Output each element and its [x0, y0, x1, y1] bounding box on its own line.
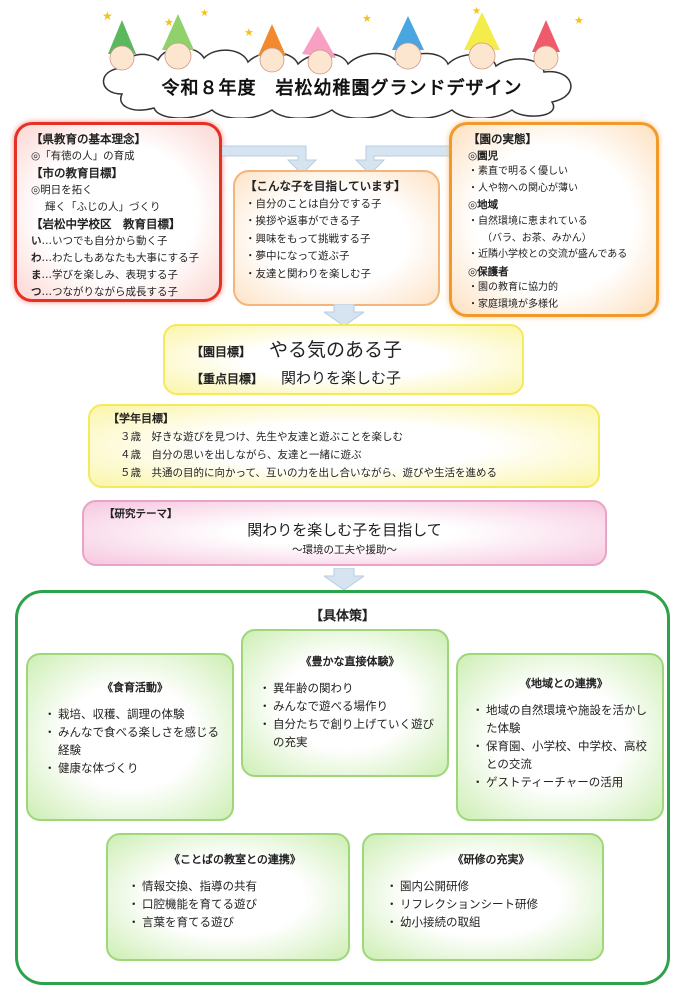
reality-item: ・園の教育に協力的	[468, 282, 558, 294]
district-goal-item: わ…わたしもあなたも大事にする子	[31, 252, 200, 264]
card-title: 《地域との連携》	[520, 677, 608, 690]
aim-item: ・興味をもって挑戦する子	[245, 232, 371, 245]
card-direct-experience: 《豊かな直接体験》 異年齢の関わり みんなで遊べる場作り 自分たちで創り上げてい…	[241, 629, 449, 777]
card-community-partnership: 《地域との連携》 地域の自然環境や施設を活かした体験 保育園、小学校、中学校、高…	[456, 653, 664, 821]
card-item: 地域の自然環境や施設を活かした体験	[472, 701, 654, 737]
focus-goal-value: 関わりを楽しむ子	[281, 369, 402, 387]
card-item: 健康な体づくり	[44, 759, 224, 777]
aim-heading: 【こんな子を目指しています】	[245, 179, 406, 193]
target-child-box: 【こんな子を目指しています】 ・自分のことは自分でする子 ・挨拶や返事ができる子…	[233, 170, 440, 306]
arrow-down-icon	[324, 568, 364, 590]
card-item: 栽培、収穫、調理の体験	[44, 705, 224, 723]
card-item: 自分たちで創り上げていく遊びの充実	[259, 715, 439, 751]
cloud-with-children-illustration: ★ ★ ★ ★ ★ ★ ★	[102, 6, 584, 118]
arrow-left-down-icon	[354, 145, 450, 175]
research-theme-box: 【研究テーマ】 関わりを楽しむ子を目指して ～環境の工夫や援助～	[82, 500, 607, 566]
grade-row: ３歳 好きな遊びを見つけ、先生や友達と遊ぶことを楽しむ	[120, 431, 403, 443]
city-line: ◎明日を拓く	[31, 184, 93, 196]
reality-item: ・家庭環境が多様化	[468, 298, 558, 310]
grade-heading: 【学年目標】	[108, 412, 174, 425]
reality-item: ・自然環境に恵まれている	[468, 215, 588, 227]
card-item: 幼小接続の取組	[386, 913, 594, 931]
arrow-right-down-icon	[222, 145, 318, 175]
goal-label: 【園目標】	[191, 345, 252, 359]
card-speech-class-partnership: 《ことばの教室との連携》 情報交換、指導の共有 口腔機能を育てる遊び 言葉を育て…	[106, 833, 350, 961]
kindergarten-reality-box: 【園の実態】 ◎園児 ・素直で明るく優しい ・人や物への関心が薄い ◎地域 ・自…	[449, 122, 659, 317]
city-heading: 【市の教育目標】	[31, 166, 123, 180]
reality-item: ・人や物への関心が薄い	[468, 182, 578, 194]
city-line-2: 輝く「ふじの人」づくり	[45, 201, 161, 213]
card-item: みんなで遊べる場作り	[259, 697, 439, 715]
card-item: リフレクションシート研修	[386, 895, 594, 913]
svg-text:★: ★	[244, 26, 254, 39]
school-district-heading: 【岩松中学校区 教育目標】	[31, 217, 181, 231]
svg-text:★: ★	[102, 9, 113, 23]
card-title: 《食育活動》	[102, 681, 168, 694]
concrete-measures-panel: 【具体策】 《食育活動》 栽培、収穫、調理の体験 みんなで食べる楽しさを感じる経…	[15, 590, 670, 985]
card-title: 《研修の充実》	[452, 853, 530, 866]
page-title: 令和８年度 岩松幼稚園グランドデザイン	[161, 78, 523, 99]
aim-item: ・友達と関わりを楽しむ子	[245, 267, 371, 280]
goal-value: やる気のある子	[269, 339, 403, 361]
card-item: 言葉を育てる遊び	[128, 913, 340, 931]
svg-text:★: ★	[472, 6, 481, 17]
card-item: 口腔機能を育てる遊び	[128, 895, 340, 913]
reality-item: （バラ、お茶、みかん）	[482, 232, 592, 244]
reality-heading: 【園の実態】	[468, 132, 537, 146]
pref-heading: 【県教育の基本理念】	[31, 132, 146, 146]
card-item: 園内公開研修	[386, 877, 594, 895]
svg-text:★: ★	[200, 8, 209, 19]
svg-text:★: ★	[164, 16, 174, 29]
card-item: 保育園、小学校、中学校、高校との交流	[472, 737, 654, 773]
research-subtitle: ～環境の工夫や援助～	[292, 544, 397, 556]
card-item: 異年齢の関わり	[259, 679, 439, 697]
children-section: ◎園児	[468, 149, 499, 162]
card-training-enhancement: 《研修の充実》 園内公開研修 リフレクションシート研修 幼小接続の取組	[362, 833, 604, 961]
card-item: みんなで食べる楽しさを感じる経験	[44, 723, 224, 759]
aim-item: ・自分のことは自分でする子	[245, 197, 382, 210]
card-food-education: 《食育活動》 栽培、収穫、調理の体験 みんなで食べる楽しさを感じる経験 健康な体…	[26, 653, 234, 821]
arrow-down-icon	[324, 304, 364, 326]
aim-item: ・夢中になって遊ぶ子	[245, 250, 350, 262]
guardians-section: ◎保護者	[468, 265, 509, 278]
goal-row: 【園目標】 やる気のある子	[191, 335, 402, 362]
card-title: 《ことばの教室との連携》	[169, 853, 301, 866]
measures-title: 【具体策】	[309, 609, 375, 624]
community-section: ◎地域	[468, 199, 499, 212]
grade-row: ４歳 自分の思いを出しながら、友達と一緒に遊ぶ	[120, 449, 362, 461]
card-item: ゲストティーチャーの活用	[472, 773, 654, 791]
kindergarten-goal-box: 【園目標】 やる気のある子 【重点目標】 関わりを楽しむ子	[163, 324, 524, 395]
education-philosophy-box: 【県教育の基本理念】 ◎「有徳の人」の育成 【市の教育目標】 ◎明日を拓く 輝く…	[14, 122, 222, 302]
pref-line: ◎「有徳の人」の育成	[31, 150, 135, 162]
card-item: 情報交換、指導の共有	[128, 877, 340, 895]
reality-item: ・近隣小学校との交流が盛んである	[468, 249, 628, 261]
research-theme: 関わりを楽しむ子を目指して	[247, 521, 442, 539]
district-goal-item: ま…学びを楽しみ、表現する子	[31, 269, 178, 281]
district-goal-item: つ…つながりながら成長する子	[31, 286, 178, 298]
district-goal-item: い…いつでも自分から動く子	[31, 235, 168, 247]
svg-text:★: ★	[362, 12, 372, 25]
card-title: 《豊かな直接体験》	[300, 655, 400, 668]
research-label: 【研究テーマ】	[104, 508, 178, 520]
aim-item: ・挨拶や返事ができる子	[245, 215, 361, 227]
grade-goals-box: 【学年目標】 ３歳 好きな遊びを見つけ、先生や友達と遊ぶことを楽しむ ４歳 自分…	[88, 404, 600, 488]
header-banner: ★ ★ ★ ★ ★ ★ ★	[92, 6, 592, 118]
reality-item: ・素直で明るく優しい	[468, 166, 568, 178]
grade-row: ５歳 共通の目的に向かって、互いの力を出し合いながら、遊びや生活を進める	[120, 467, 497, 479]
focus-goal-row: 【重点目標】 関わりを楽しむ子	[191, 367, 401, 388]
svg-text:★: ★	[574, 14, 584, 27]
focus-goal-label: 【重点目標】	[191, 372, 264, 386]
